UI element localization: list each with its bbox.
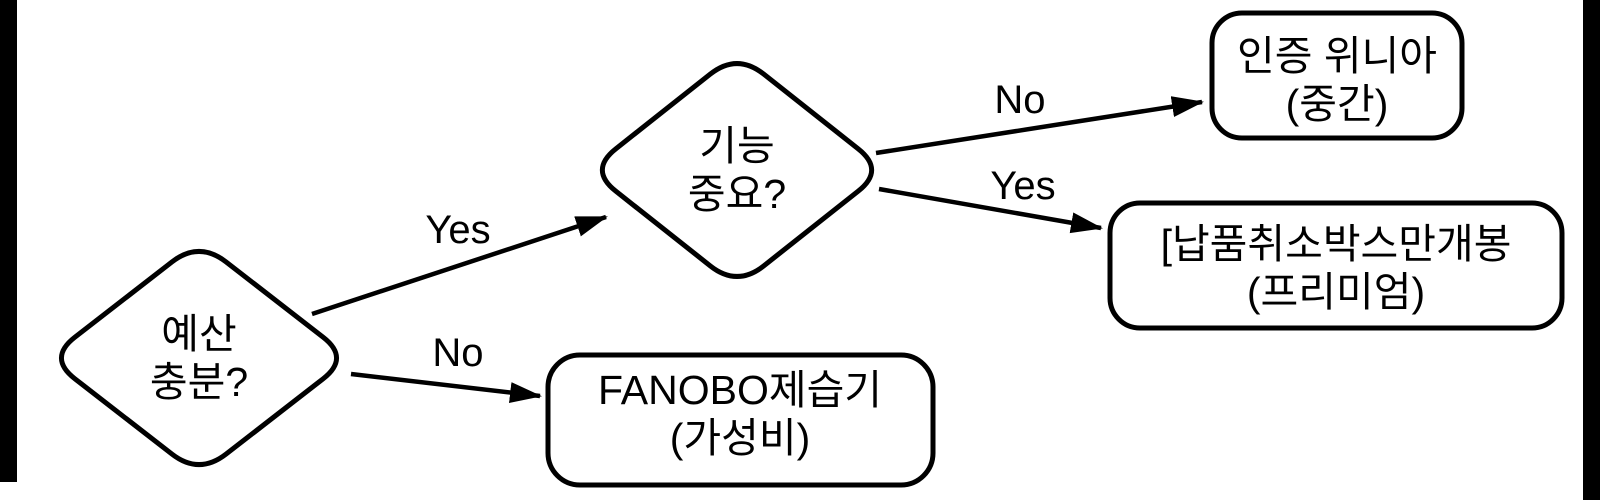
edge-feature-yes: Yes <box>878 164 1103 234</box>
budget-diamond-shape <box>58 248 340 468</box>
edge-budget-no-arrow <box>350 371 542 403</box>
right-frame-bar <box>1583 0 1600 500</box>
outcome-value-line1: FANOBO제습기 <box>598 367 882 413</box>
feature-text-line1: 기능 <box>699 123 774 169</box>
node-outcome-value: FANOBO제습기 (가성비) <box>545 352 936 488</box>
outcome-premium-box <box>1107 200 1565 331</box>
outcome-premium-line1: [납품취소박스만개봉 <box>1161 221 1512 267</box>
outcome-value-line2: (가성비) <box>670 415 810 461</box>
budget-text-line2: 충분? <box>150 359 248 405</box>
outcome-value-box <box>545 352 936 488</box>
edge-budget-no: No <box>350 331 542 403</box>
node-outcome-premium: [납품취소박스만개봉 (프리미엄) <box>1107 200 1565 331</box>
left-frame-bar <box>0 0 17 482</box>
node-budget-decision: 예산 충분? <box>58 248 340 468</box>
edge-budget-yes-label: Yes <box>425 208 490 252</box>
edge-feature-no: No <box>875 78 1204 156</box>
edge-feature-yes-label: Yes <box>990 164 1055 208</box>
outcome-mid-box <box>1209 10 1465 141</box>
outcome-mid-line2: (중간) <box>1286 81 1389 127</box>
edge-feature-no-arrow <box>875 96 1204 156</box>
outcome-mid-line1: 인증 위니아 <box>1237 33 1437 79</box>
edge-feature-yes-arrow <box>878 186 1103 234</box>
feature-text-line2: 중요? <box>688 171 786 217</box>
node-feature-decision: 기능 중요? <box>599 61 875 279</box>
budget-text-line1: 예산 <box>161 311 236 357</box>
edge-budget-yes: Yes <box>311 208 608 317</box>
edge-budget-no-label: No <box>432 331 483 375</box>
outcome-premium-line2: (프리미엄) <box>1247 269 1425 315</box>
edge-budget-yes-arrow <box>311 214 608 317</box>
edge-feature-no-label: No <box>994 78 1045 122</box>
node-outcome-mid: 인증 위니아 (중간) <box>1209 10 1465 141</box>
feature-diamond-shape <box>599 61 875 279</box>
